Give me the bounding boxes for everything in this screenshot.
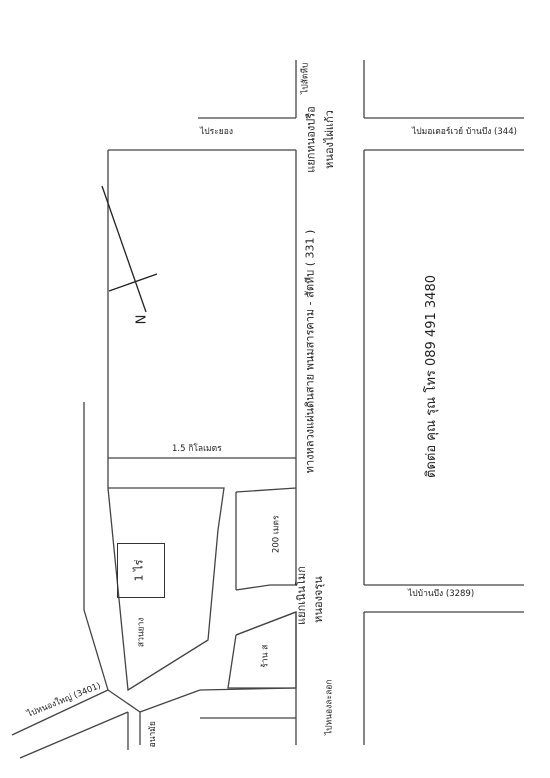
label-distance-200m: 200 เมตร <box>271 515 282 554</box>
label-highway-331: ทางหลวงแผ่นดินสาย พนมสารคาม - สัตหีบ ( 3… <box>303 229 317 474</box>
label-to-sattahip: ไปสัตหีบ <box>300 62 311 94</box>
label-junction-south-1: แยกเนินโมก <box>294 566 308 625</box>
label-to-banbueng: ไปบ้านบึง (3289) <box>408 589 475 599</box>
label-to-motorway-banbueng: ไปมอเตอร์เวย์ บ้านบึง (344) <box>412 127 517 137</box>
label-junction-north-1: แยกหนองปรือ <box>304 106 318 173</box>
lower-road <box>199 687 297 691</box>
lower-road <box>19 711 129 759</box>
lower-road <box>11 689 109 736</box>
lower-road <box>107 689 141 713</box>
lower-road <box>139 689 201 713</box>
label-rubber-plantation: สวนยาง <box>136 617 147 648</box>
plot-boundary <box>107 487 225 692</box>
label-junction-north-2: หนองไผ่แก้ว <box>322 110 336 169</box>
label-junction-south-2: หนองจรุน <box>311 576 325 623</box>
north-arrow-line <box>101 185 147 313</box>
label-to-nonglalok: ไปหนองละลอก <box>324 679 335 736</box>
north-arrow-label: N <box>134 314 150 325</box>
label-to-rayong: ไประยอง <box>200 127 234 137</box>
label-contact: ติดต่อ คุณ รุณ โทร 089 491 3480 <box>423 275 439 478</box>
plot-box <box>117 543 165 598</box>
north-arrow-crossbar <box>108 273 158 292</box>
lower-road <box>127 639 209 691</box>
branch-road-200m <box>235 487 297 493</box>
label-plot-size: 1 ไร่ <box>132 559 146 582</box>
label-shop: ร้าน ส <box>260 644 271 668</box>
label-distance-1-5km: 1.5 กิโลเมตร <box>172 444 222 454</box>
branch-road-200m <box>235 584 271 591</box>
label-health-center: อนามัย <box>147 721 158 748</box>
lower-road <box>83 609 109 691</box>
